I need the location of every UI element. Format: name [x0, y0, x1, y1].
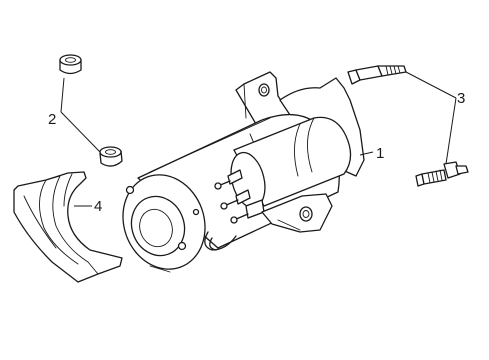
bolt-upper: [347, 65, 407, 85]
callout-1: 1: [376, 145, 384, 162]
bolt-lower: [415, 161, 469, 187]
terminal-studs: [214, 169, 265, 224]
leader-lines: [60, 71, 457, 207]
heat-shield: [13, 171, 123, 283]
callout-3: 3: [457, 90, 465, 107]
callout-4: 4: [94, 198, 102, 215]
bushing-lower: [99, 146, 123, 167]
bushing-upper: [59, 54, 82, 75]
callout-2: 2: [48, 111, 56, 128]
starter-motor: [122, 71, 365, 273]
